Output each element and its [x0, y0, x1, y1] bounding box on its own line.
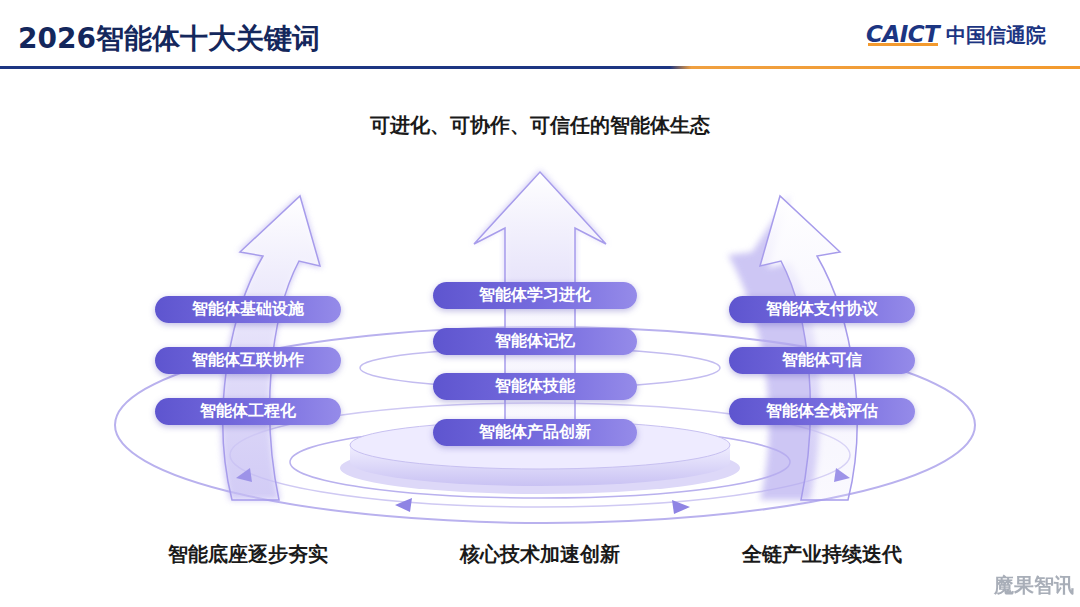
keyword-pill: 智能体产品创新	[433, 419, 637, 446]
keyword-pill: 智能体学习进化	[433, 282, 637, 309]
pillar-label: 智能底座逐步夯实	[168, 541, 328, 568]
keyword-text: 智能体记忆	[495, 333, 575, 349]
keyword-pill: 智能体记忆	[433, 328, 637, 355]
watermark: 魔果智讯	[994, 572, 1074, 599]
keyword-text: 智能体学习进化	[479, 287, 591, 303]
logo-text: 中国信通院	[946, 22, 1046, 49]
keyword-pill: 智能体互联协作	[155, 347, 341, 374]
logo-text: CAICT	[866, 21, 939, 47]
keyword-pill: 智能体基础设施	[155, 296, 341, 323]
keyword-text: 智能体互联协作	[192, 352, 304, 368]
pillar-label: 全链产业持续迭代	[742, 541, 902, 568]
subtitle: 可进化、可协作、可信任的智能体生态	[370, 112, 710, 139]
keyword-pill: 智能体工程化	[155, 398, 341, 425]
keyword-text: 智能体支付协议	[766, 301, 878, 317]
orbit-arrowhead	[236, 468, 252, 482]
orbit-arrowhead	[834, 468, 850, 482]
orbit-arrowhead	[672, 500, 690, 514]
pillar-label: 核心技术加速创新	[460, 541, 620, 568]
keyword-text: 智能体基础设施	[192, 301, 304, 317]
keyword-text: 智能体工程化	[200, 403, 296, 419]
page-title: 2026智能体十大关键词	[18, 20, 320, 58]
orbit-arrowhead	[395, 498, 412, 512]
keyword-pill: 智能体全栈评估	[729, 398, 915, 425]
keyword-pill: 智能体技能	[433, 373, 637, 400]
keyword-text: 智能体可信	[782, 352, 862, 368]
keyword-text: 智能体产品创新	[479, 424, 591, 440]
keyword-pill: 智能体可信	[729, 347, 915, 374]
header-rule	[0, 66, 1080, 69]
keyword-text: 智能体全栈评估	[766, 403, 878, 419]
keyword-pill: 智能体支付协议	[729, 296, 915, 323]
keyword-text: 智能体技能	[495, 378, 575, 394]
